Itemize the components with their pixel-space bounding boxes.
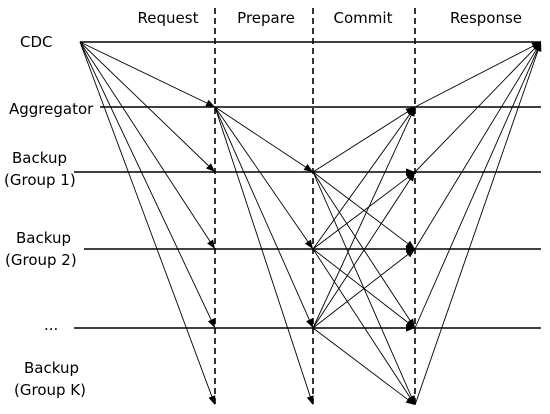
request-arrow-ellipsis: [79, 41, 215, 328]
node-label-backup-group2-line1: Backup: [16, 229, 71, 247]
prepare-arrow-groupk: [214, 106, 314, 405]
response-arrow-group2: [414, 42, 541, 250]
node-label-ellipsis: ...: [44, 316, 58, 334]
node-label-backup-group1-line2: (Group 1): [4, 171, 76, 189]
node-labels: CDC Aggregator Backup (Group 1) Backup (…: [4, 33, 94, 399]
commit-arrow-ellipsis-to-ellipsis: [313, 324, 415, 332]
prepare-arrow-group2: [214, 106, 313, 249]
request-arrow-group2: [79, 41, 215, 249]
phase-label-response: Response: [450, 9, 522, 27]
commit-arrow-ellipsis-to-group1: [312, 172, 415, 329]
timelines-and-dividers: [74, 8, 541, 408]
node-label-backup-group2-line2: (Group 2): [5, 251, 77, 269]
node-label-backup-groupk-line2: (Group K): [14, 381, 86, 399]
node-label-backup-group1-line1: Backup: [12, 149, 67, 167]
commit-arrow-ellipsis-to-groupk: [312, 327, 415, 405]
phase-label-commit: Commit: [334, 9, 393, 27]
prepare-arrow-ellipsis: [214, 106, 313, 328]
node-label-aggregator: Aggregator: [9, 100, 94, 118]
phase-labels: Request Prepare Commit Response: [138, 9, 522, 27]
phase-label-prepare: Prepare: [237, 9, 295, 27]
response-arrow-groupk: [414, 42, 542, 406]
prepare-arrow-group1: [214, 106, 313, 172]
phase-label-request: Request: [138, 9, 199, 27]
request-arrow-group1: [79, 41, 215, 172]
node-label-backup-groupk-line1: Backup: [24, 359, 79, 377]
response-arrow-ellipsis: [414, 42, 541, 329]
commit-arrow-group2-to-group2: [313, 245, 415, 253]
commit-arrow-group2-to-groupk: [312, 248, 415, 405]
vote-arrow-group2: [312, 107, 415, 250]
commit-arrow-group1-to-group1: [313, 168, 415, 176]
vote-arrow-ellipsis: [312, 107, 415, 329]
request-arrow-aggregator: [79, 41, 215, 107]
message-arrows: [79, 41, 542, 406]
node-label-cdc: CDC: [20, 33, 53, 51]
commit-arrow-ellipsis-to-group2: [312, 249, 415, 329]
request-arrow-groupk: [79, 41, 216, 405]
